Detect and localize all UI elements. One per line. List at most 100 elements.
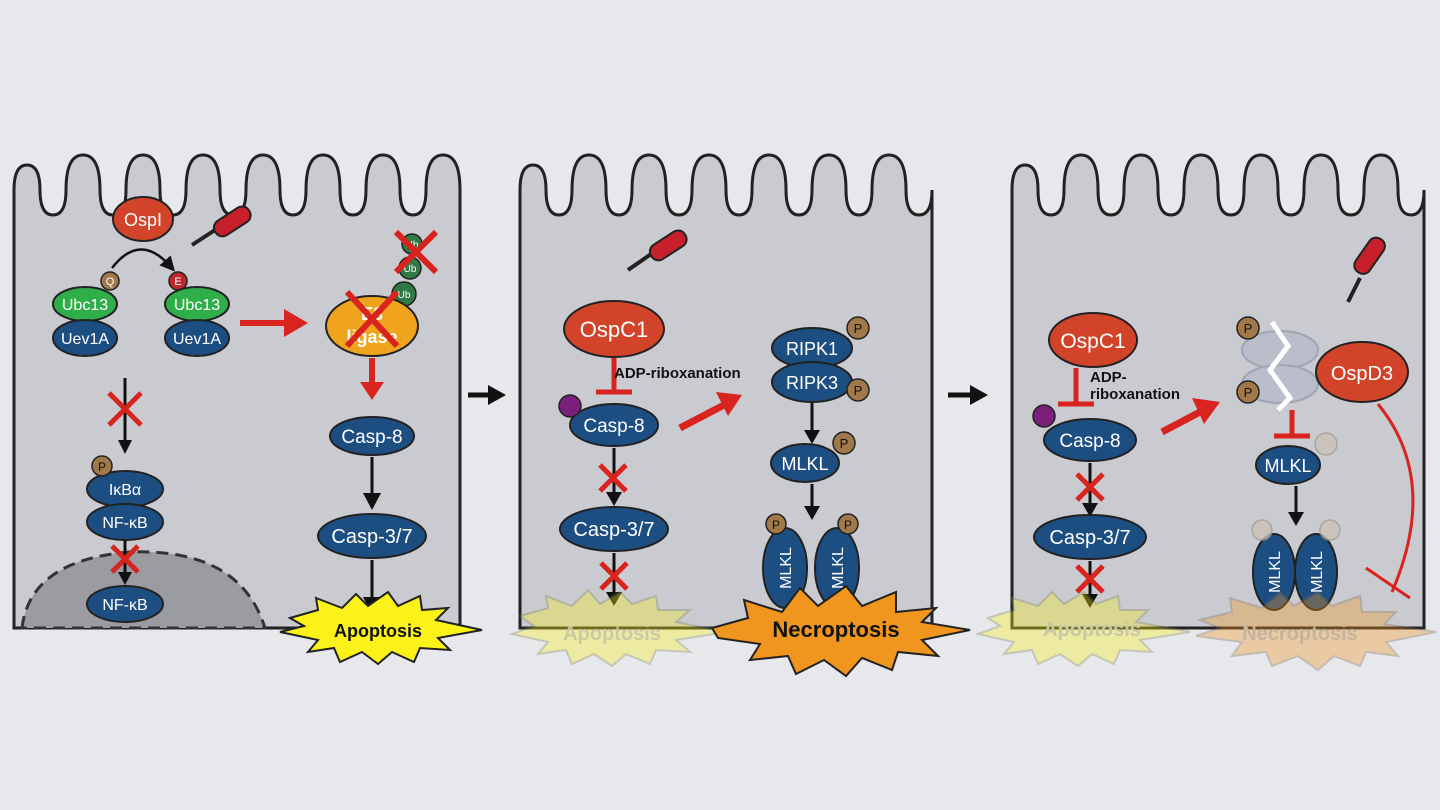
casp37-p2-label: Casp-3/7 [573,519,654,541]
ubc13-left-label: Ubc13 [62,297,108,314]
phospho-oligomer-a [765,513,787,535]
blocked-arrow-nucleus [110,540,140,585]
phospho-oligomer-b [837,513,859,535]
panel-2: OspC1 ADP-riboxanation Casp-8 Casp-3/7 [508,153,971,678]
phospho-ripk3-label: P [854,383,863,398]
ubiquitin-chain: Ub Ub Ub [391,229,439,307]
casp37-p3 [1033,514,1147,560]
bacterium-icon [626,229,688,272]
apoptosis-label-p1: Apoptosis [334,621,422,641]
e3-inhibition-cross [344,289,400,349]
transition-arrow-2 [948,385,988,405]
blocked-arrow-apoptosis-p3 [1075,561,1105,608]
deamidation-arrow [111,248,175,272]
arrow-to-mlkl-p2 [804,403,820,444]
casp8-p2 [569,403,659,447]
bacterium-icon [1346,236,1386,303]
ripk1-label: RIPK1 [786,339,838,359]
ubc13-right-label: Ubc13 [174,297,220,314]
casp8-p2-label: Casp-8 [583,416,644,437]
casp8-p1 [329,416,415,456]
casp8-p1-label: Casp-8 [341,427,402,448]
casp37-p1 [317,513,427,559]
blocked-arrow-ikba [107,378,143,454]
ospc1-effector-p2 [563,300,665,358]
faded-apoptosis-label-p3: Apoptosis [1043,619,1141,641]
mlkl-p3 [1255,445,1321,485]
phospho-oligomer-a-label: P [772,518,780,532]
casp8-p3-label: Casp-8 [1059,431,1120,452]
blocked-arrow-apoptosis-p2 [599,553,629,606]
phospho-ripk3 [846,378,870,402]
faded-modification-oligomer-a [1251,519,1273,541]
adpr-modification-p3 [1032,404,1056,428]
ospc1-label-p3: OspC1 [1060,330,1125,353]
faded-apoptosis-p3 [974,590,1191,668]
ospc1-label-p2: OspC1 [580,317,648,342]
panel-1: OspI Q E Ubc13 Uev1A Ubc13 Uev1A I [12,153,483,666]
ospi-label: OspI [124,210,162,230]
casp8-p3 [1043,418,1137,462]
nfkb-cytoplasm-label: NF-κB [102,515,147,532]
phospho-ikba [91,455,113,477]
blocked-arrow-casp37-p3 [1075,463,1105,517]
ospc1-effector-p3 [1048,312,1138,368]
faded-necroptosis-label-p3: Necroptosis [1242,623,1358,645]
bacterium-icon [190,205,252,247]
red-arrow-to-ripk-p3 [1160,398,1220,436]
phospho-oligomer-b-label: P [844,518,852,532]
faded-modification-mlkl [1314,432,1338,456]
nfkb-nucleus [86,585,164,623]
mlkl-oligomer-b-p3-label: MLKL [1309,551,1326,593]
uev1a-right [164,319,230,357]
necroptosis-label-p2: Necroptosis [772,617,899,642]
arrow-to-casp37-p1 [363,457,381,510]
mlkl-oligomer-b-label: MLKL [830,547,847,589]
phospho-ripk1-label: P [854,321,863,336]
casp37-p3-label: Casp-3/7 [1049,527,1130,549]
cleavage-bolt-icon [1266,320,1294,412]
faded-necroptosis-p3 [1195,590,1437,672]
ospd3-inhibition-bar [1365,566,1411,600]
faded-apoptosis-p2 [508,588,727,668]
glutamate-label: E [174,276,181,288]
necroptosis-burst-p2 [710,584,971,678]
transition-arrow-1 [468,385,506,405]
inhibition-bar-casp8-p2 [596,358,632,395]
ospd3-effector [1315,341,1409,403]
mlkl-p2-label: MLKL [781,454,828,474]
phospho-ripk3-p3-label: P [1244,385,1253,400]
inhibition-bar-casp8-p3 [1058,368,1094,407]
apoptosis-burst [279,590,483,666]
adp-riboxanation-label-p3-line2: riboxanation [1090,386,1180,403]
red-arrow-to-e3 [240,309,308,337]
phospho-ikba-label: P [98,460,106,474]
ub-2-label: Ub [404,264,417,275]
phospho-ripk1 [846,316,870,340]
faded-apoptosis-label-p2: Apoptosis [563,623,661,645]
mlkl-p2 [770,443,840,483]
ospd3-inhibition-curve [1376,403,1415,593]
panel-3: OspC1 ADP- riboxanation Casp-8 Casp-3/7 [974,153,1437,672]
mlkl-p3-label: MLKL [1264,456,1311,476]
phospho-mlkl-p2 [832,431,856,455]
phospho-mlkl-label: P [840,436,849,451]
red-arrow-to-casp8 [360,358,384,400]
red-arrow-to-ripk [678,392,742,432]
adp-riboxanation-label-p3-line1: ADP- [1090,369,1127,386]
casp37-p2 [559,506,669,552]
uev1a-left-label: Uev1A [61,331,109,348]
mlkl-oligomer-b-p3 [1294,533,1338,611]
phospho-ripk1-p3-label: P [1244,321,1253,336]
uev1a-left [52,319,118,357]
adp-riboxanation-label-p2: ADP-riboxanation [614,365,741,382]
faded-modification-oligomer-b [1319,519,1341,541]
nfkb-nucleus-label: NF-κB [102,597,147,614]
mlkl-oligomer-a-p3-label: MLKL [1267,551,1284,593]
glutamine-label: Q [106,276,115,288]
ospd3-label: OspD3 [1331,363,1393,385]
ospi-effector [112,196,174,242]
ikba-label: IκBα [109,482,141,499]
uev1a-right-label: Uev1A [173,331,221,348]
